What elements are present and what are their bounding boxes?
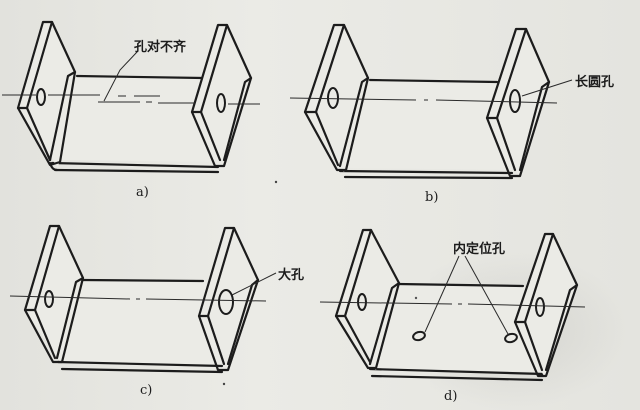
annotation-a: 孔对不齐 (134, 40, 187, 55)
annotation-d: 内定位孔 (453, 242, 506, 257)
bracket-c (9, 224, 277, 374)
speck (222, 382, 226, 386)
caption-a: a) (136, 185, 149, 200)
annotation-b: 长圆孔 (575, 75, 615, 90)
caption-b: b) (425, 190, 439, 205)
speck (274, 180, 278, 184)
bracket-a (2, 20, 260, 174)
bracket-d (319, 228, 586, 382)
bracket-b (289, 23, 573, 180)
annotation-c: 大孔 (278, 268, 305, 283)
caption-d: d) (444, 389, 458, 404)
caption-c: c) (140, 383, 153, 398)
